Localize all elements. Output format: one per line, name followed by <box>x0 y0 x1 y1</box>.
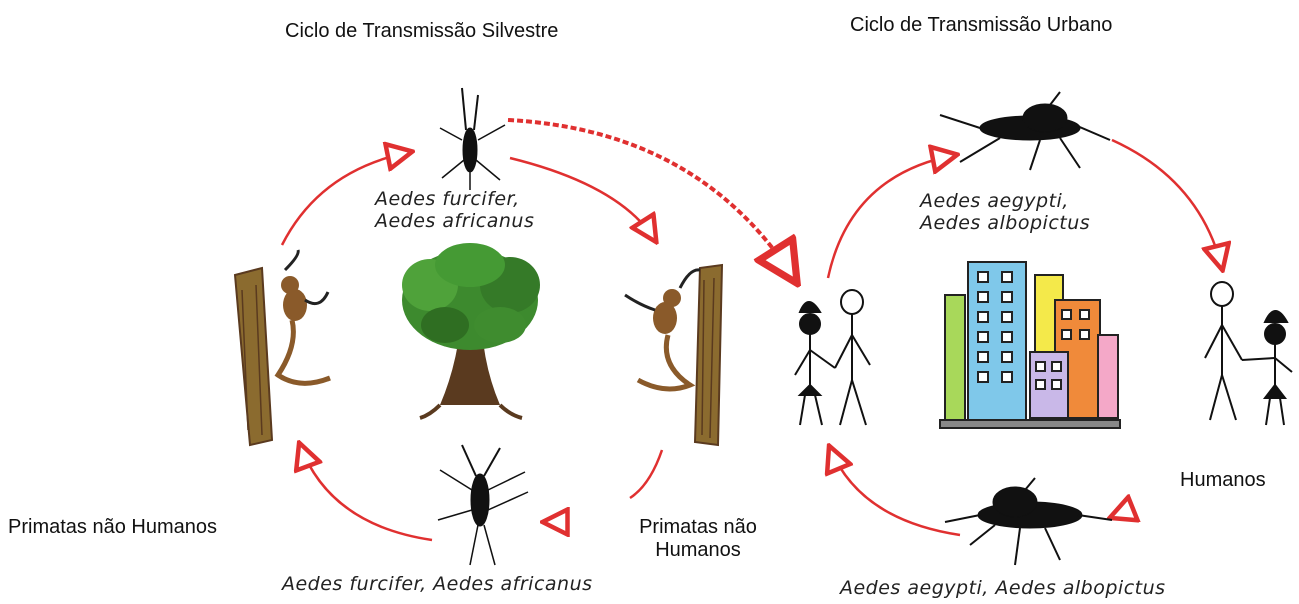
mosquito-icon-top-urban <box>940 92 1110 170</box>
species-line: Aedes furcifer, <box>375 188 534 210</box>
species-sylvatic-top: Aedes furcifer, Aedes africanus <box>375 188 534 232</box>
label-line: Primatas não <box>608 516 788 539</box>
tree-icon <box>402 243 540 418</box>
arrow-bottom-mosquito-to-left-primate <box>300 445 432 540</box>
species-urban-bottom: Aedes aegypti, Aedes albopictus <box>840 577 1166 599</box>
species-sylvatic-bottom: Aedes furcifer, Aedes africanus <box>282 573 593 595</box>
humans-pair-left-icon <box>795 290 870 425</box>
species-line: Aedes africanus <box>375 210 534 232</box>
species-line: Aedes albopictus <box>920 212 1090 234</box>
monkey-on-trunk-right-icon <box>625 265 722 445</box>
mosquito-icon-top-sylvatic <box>440 88 505 190</box>
species-urban-top: Aedes aegypti, Aedes albopictus <box>920 190 1090 234</box>
label-line: Humanos <box>608 539 788 562</box>
label-primates-right: Primatas não Humanos <box>608 516 788 562</box>
arrow-bottom-mosquito-to-humans <box>830 448 960 535</box>
city-buildings-icon <box>940 262 1120 428</box>
arrow-sylvatic-to-urban-dashed <box>508 120 795 280</box>
monkey-on-trunk-left-icon <box>235 250 330 445</box>
title-sylvatic-cycle: Ciclo de Transmissão Silvestre <box>285 20 558 43</box>
label-humans: Humanos <box>1180 469 1266 492</box>
mosquito-icon-bottom-urban <box>945 478 1112 565</box>
species-line: Aedes aegypti, <box>920 190 1090 212</box>
mosquito-icon-bottom-sylvatic <box>438 445 528 565</box>
arrow-right-partial <box>1112 513 1122 517</box>
arrow-right-primate-to-bottom-mosquito <box>630 450 662 498</box>
title-urban-cycle: Ciclo de Transmissão Urbano <box>850 14 1112 37</box>
label-primates-left: Primatas não Humanos <box>8 516 217 539</box>
humans-pair-right-icon <box>1205 282 1292 425</box>
arrow-top-mosquito-to-right-humans <box>1112 140 1222 268</box>
